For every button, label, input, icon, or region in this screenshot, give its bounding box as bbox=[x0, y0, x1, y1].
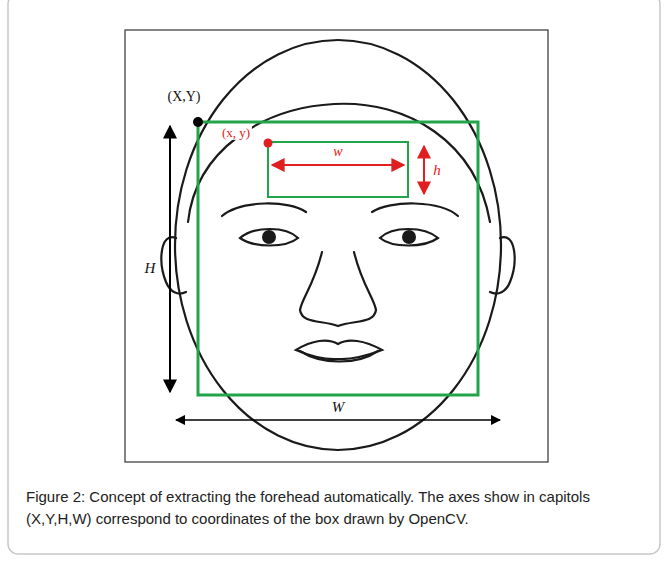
left-pupil bbox=[262, 230, 276, 244]
forehead-box bbox=[268, 142, 408, 197]
right-eyebrow bbox=[372, 203, 458, 216]
corner-coordinate: (x, y) bbox=[220, 126, 252, 140]
face-drawing bbox=[161, 40, 514, 450]
right-eye bbox=[380, 229, 438, 246]
width-arrow bbox=[272, 164, 404, 166]
face-height-arrow bbox=[169, 126, 171, 392]
dimension-label: h bbox=[431, 162, 443, 179]
face-box bbox=[198, 122, 478, 395]
left-ear bbox=[161, 237, 186, 293]
figure-caption: Figure 2: Concept of extracting the fore… bbox=[26, 486, 642, 530]
outer-frame bbox=[8, 0, 660, 554]
face-origin-dot bbox=[193, 117, 203, 127]
head-outline bbox=[175, 40, 501, 450]
right-ear bbox=[490, 237, 515, 293]
left-eye bbox=[240, 229, 298, 246]
left-eyebrow bbox=[222, 203, 306, 216]
dimension-label: w bbox=[331, 144, 344, 159]
right-pupil bbox=[402, 230, 416, 244]
corner-coordinate: (X,Y) bbox=[165, 89, 202, 104]
face-width-arrow bbox=[176, 419, 500, 421]
dimension-label: H bbox=[143, 260, 158, 277]
forehead-origin-dot bbox=[264, 139, 273, 148]
nose bbox=[300, 252, 376, 326]
lower-lip bbox=[300, 351, 378, 362]
height-arrow bbox=[423, 146, 425, 194]
dimension-label: W bbox=[330, 399, 347, 416]
image-frame bbox=[125, 30, 548, 462]
